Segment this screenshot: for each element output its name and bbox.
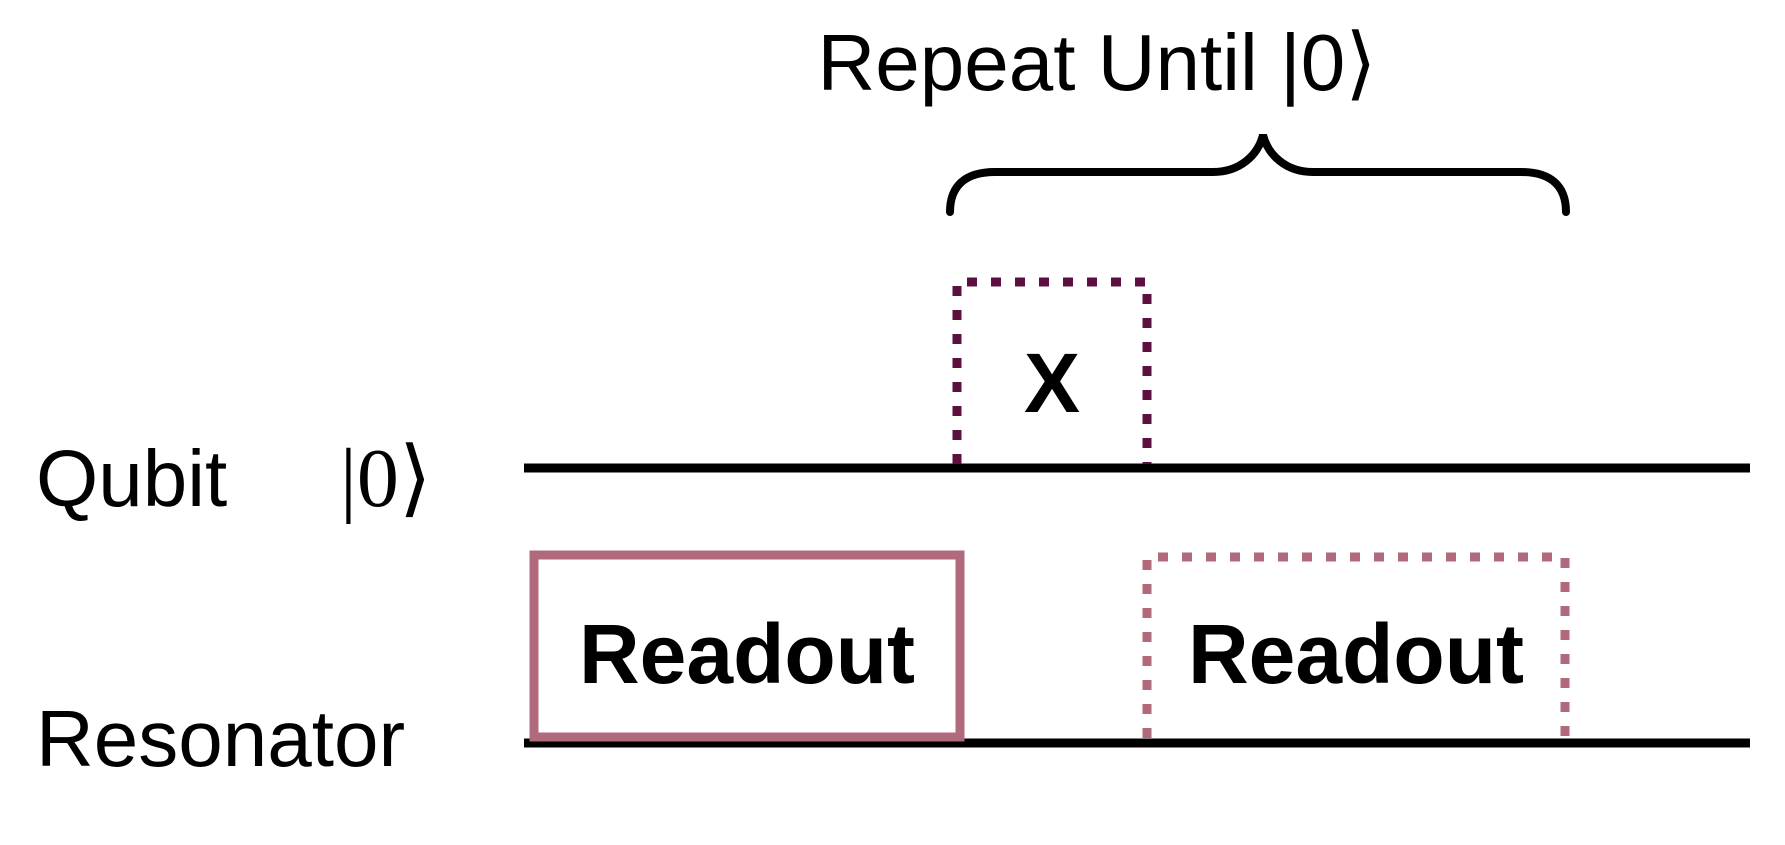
x-gate-box xyxy=(952,277,1152,464)
repeat-brace xyxy=(946,133,1570,216)
readout-initial-label: Readout xyxy=(579,607,915,701)
qubit-initial-state: |0⟩ xyxy=(340,432,432,525)
qubit-label: Qubit xyxy=(36,434,227,523)
readout-repeat-label: Readout xyxy=(1188,607,1524,701)
readout-initial-box xyxy=(529,550,965,742)
repeat-until-title: Repeat Until |0⟩ xyxy=(818,18,1377,107)
readout-repeat-box xyxy=(1142,552,1570,738)
x-gate-label: X xyxy=(1024,336,1080,430)
resonator-label: Resonator xyxy=(36,694,405,783)
